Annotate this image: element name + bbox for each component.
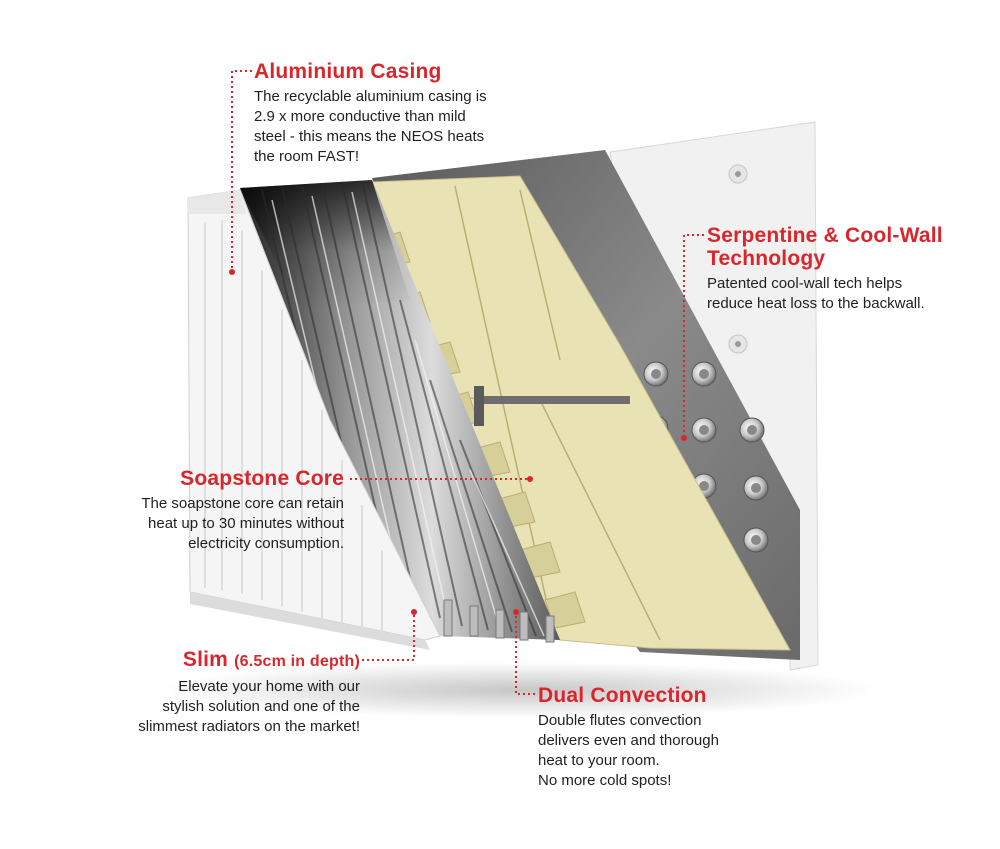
leader-serpentine	[683, 234, 704, 438]
leader-dual	[515, 612, 535, 695]
leader-aluminium	[231, 70, 252, 272]
callout-body: Elevate your home with our stylish solut…	[138, 678, 360, 735]
fin-bottom-tabs	[443, 599, 555, 643]
floor-shadow	[160, 662, 880, 718]
callout-body: The soapstone core can retain heat up to…	[141, 495, 344, 552]
callout-body: Double flutes convection delivers even a…	[538, 712, 719, 789]
callout-title: Soapstone Core	[180, 467, 344, 490]
callout-leaders	[231, 70, 704, 695]
callout-body: The recyclable aluminium casing is 2.9 x…	[254, 88, 487, 165]
callout-soapstone-core: Soapstone Core The soapstone core can re…	[96, 467, 344, 554]
callout-slim: Slim (6.5cm in depth) Elevate your home …	[90, 648, 360, 737]
callout-body: Patented cool-wall tech helps reduce hea…	[707, 275, 925, 312]
mounting-bracket	[480, 396, 630, 404]
leader-slim	[362, 612, 415, 661]
callout-title: Slim (6.5cm in depth)	[182, 648, 360, 671]
wall-panel-screws	[728, 164, 748, 354]
callout-title: Serpentine & Cool-Wall Technology	[707, 224, 943, 270]
casing-bottom-edge	[190, 592, 430, 650]
callout-aluminium-casing: Aluminium Casing The recyclable aluminiu…	[254, 60, 487, 167]
callout-dual-convection: Dual Convection Double flutes convection…	[538, 684, 719, 791]
callout-anchor-dots	[229, 269, 687, 615]
callout-serpentine-cool-wall: Serpentine & Cool-Wall Technology Patent…	[707, 224, 943, 314]
callout-title: Dual Convection	[538, 684, 707, 707]
casing-flutes	[204, 220, 383, 634]
callout-title: Aluminium Casing	[254, 60, 442, 83]
